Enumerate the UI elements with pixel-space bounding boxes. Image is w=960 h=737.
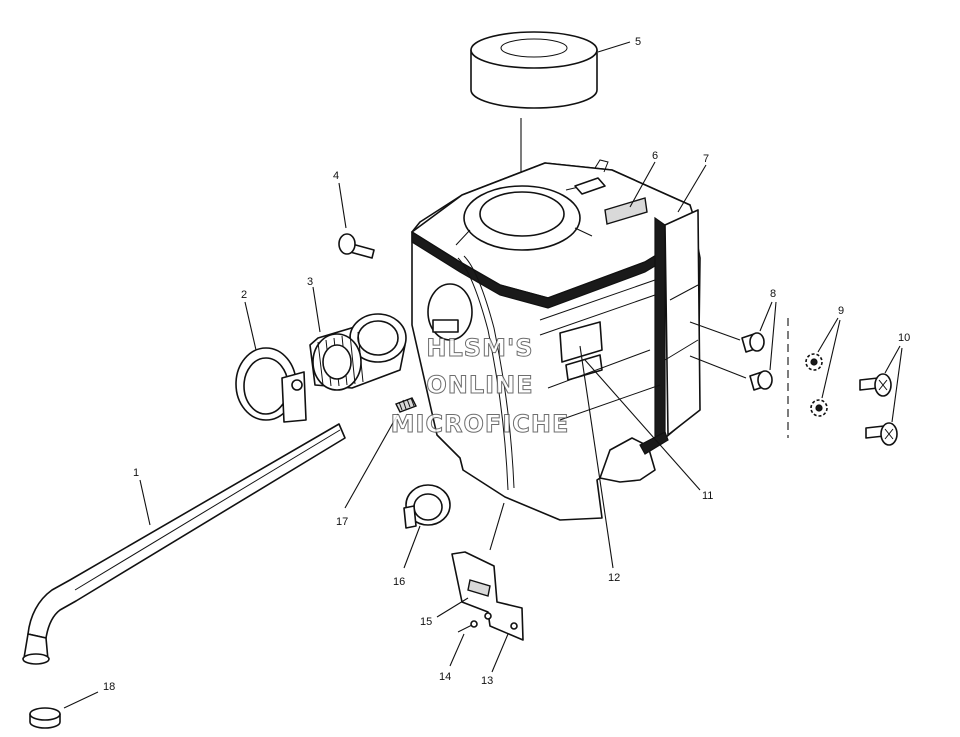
leader-4	[338, 182, 347, 229]
leader-1	[139, 479, 151, 526]
callout-6: 6	[652, 150, 658, 162]
part-3-bellows-boot	[309, 313, 407, 391]
part-14-pin	[457, 620, 478, 633]
leader-8b	[769, 301, 777, 371]
part-10-screws	[859, 373, 898, 446]
leader-16	[403, 525, 421, 569]
part-17-spring	[395, 397, 417, 413]
callout-18: 18	[103, 681, 115, 693]
leader-14	[449, 633, 465, 667]
callout-15: 15	[420, 616, 432, 628]
leader-2	[244, 301, 257, 351]
callout-4: 4	[333, 170, 339, 182]
leader-11	[584, 359, 701, 491]
part-18-cap	[29, 707, 61, 729]
leader-8-to-box-b	[689, 355, 747, 379]
leader-15	[436, 597, 469, 618]
leader-13	[491, 633, 509, 673]
leader-3	[312, 286, 321, 333]
callout-2: 2	[241, 289, 247, 301]
watermark-line-3: MICROFICHE	[391, 410, 570, 438]
callout-5: 5	[635, 36, 641, 48]
part-13-bracket	[451, 551, 524, 641]
watermark: HLSM'S ONLINE MICROFICHE	[390, 334, 570, 439]
callout-17: 17	[336, 516, 348, 528]
leader-17	[344, 413, 399, 509]
part-2-hose-clamp	[235, 347, 307, 423]
leader-12	[579, 345, 614, 569]
leader-6	[629, 161, 656, 208]
leader-9a	[817, 317, 839, 353]
leader-10b	[891, 347, 903, 423]
callout-1: 1	[133, 467, 139, 479]
callout-16: 16	[393, 576, 405, 588]
watermark-line-2: ONLINE	[426, 371, 533, 399]
leader-7	[677, 164, 707, 213]
callout-9: 9	[838, 305, 844, 317]
leader-bracket-up	[489, 502, 505, 551]
part-16-clamp	[403, 484, 451, 529]
callout-8: 8	[770, 288, 776, 300]
airbox-housing	[411, 159, 701, 521]
part-9-star-washers	[805, 353, 828, 417]
callout-13: 13	[481, 675, 493, 687]
callout-11: 11	[702, 490, 713, 502]
callout-7: 7	[703, 153, 709, 165]
leader-18	[63, 691, 99, 709]
part-1-breather-tube	[22, 423, 346, 665]
leader-9b	[821, 319, 841, 399]
callout-12: 12	[608, 572, 620, 584]
callout-10: 10	[898, 332, 910, 344]
part-5-filter-ring	[470, 31, 598, 109]
leader-5	[597, 41, 631, 53]
callout-14: 14	[439, 671, 451, 683]
callout-labels: 1 2 3 4 5 6 7 8 9 10 11 12 13 14 15 16 1…	[103, 36, 910, 693]
part-8-grommets	[741, 332, 773, 391]
leader-8a	[759, 301, 773, 332]
leader-10a	[884, 345, 901, 374]
part-4-bolt	[338, 233, 375, 259]
watermark-line-1: HLSM'S	[426, 334, 533, 362]
callout-3: 3	[307, 276, 313, 288]
leader-8-to-box-a	[689, 321, 741, 341]
